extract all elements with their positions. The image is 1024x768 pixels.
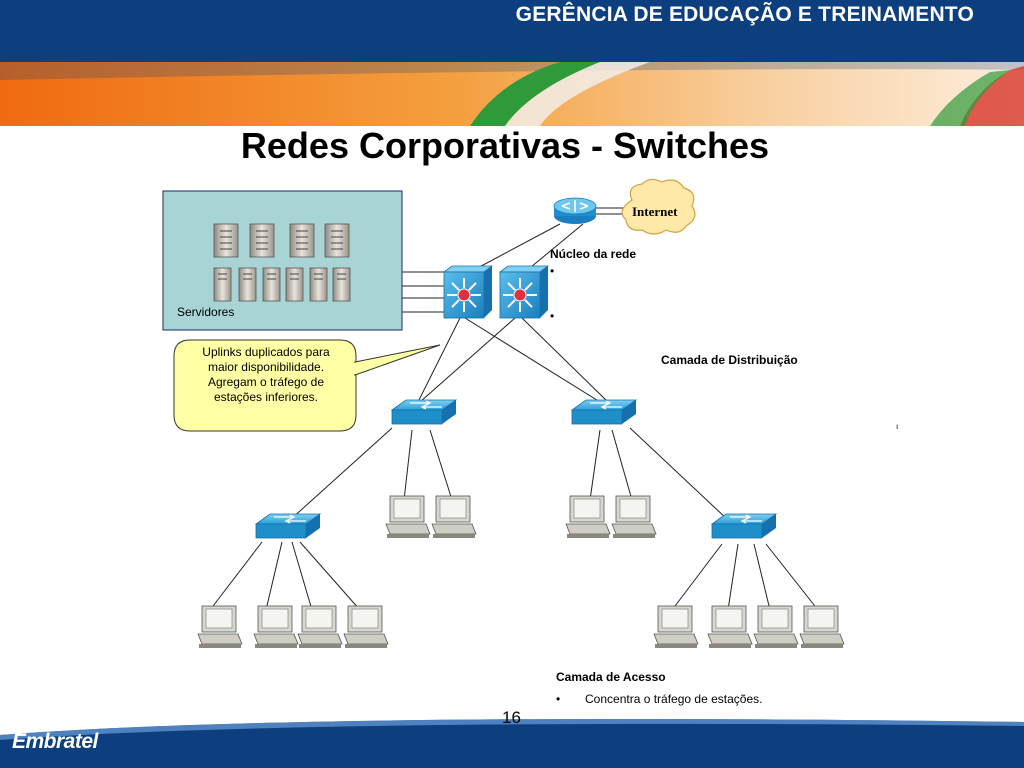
access-bullet-marker: • (556, 692, 561, 706)
rack-server-icon (285, 267, 304, 302)
callout-line: Uplinks duplicados para (202, 345, 330, 359)
link-line (469, 223, 561, 273)
link-line (265, 541, 283, 611)
workstation-icon (753, 605, 799, 648)
brand-logo: Embratel (12, 730, 98, 753)
link-line (521, 317, 609, 403)
callout-text: Uplinks duplicados para maior disponibil… (188, 345, 344, 405)
rack-server-icon (238, 267, 257, 302)
core-switch-icon (498, 265, 550, 319)
workstation-icon (431, 495, 477, 538)
internet-cloud-icon (621, 178, 696, 235)
workstation-icon (297, 605, 343, 648)
link-line (765, 543, 819, 611)
internet-label: Internet (632, 204, 678, 219)
workstation-icon (565, 495, 611, 538)
distribution-label: Camada de Distribuição (661, 353, 798, 367)
core-switch-icon (442, 265, 494, 319)
workgroup-switch-icon (390, 399, 458, 425)
stray-mark: ı (896, 422, 899, 431)
link-line (611, 429, 633, 501)
link-line (299, 541, 361, 611)
workstation-icon (611, 495, 657, 538)
workstation-icon (799, 605, 845, 648)
link-line (524, 223, 584, 273)
rack-server-icon (332, 267, 351, 302)
access-label: Camada de Acesso (556, 670, 666, 684)
callout-line: Agregam o tráfego de (207, 375, 325, 389)
link-line (403, 429, 413, 501)
rack-server-icon (213, 267, 232, 302)
link-line (753, 543, 771, 611)
server-panel (162, 190, 403, 331)
link-line (291, 541, 313, 611)
link-line (464, 317, 601, 403)
network-links (209, 207, 819, 611)
workstation-icon (253, 605, 299, 648)
tower-server-icon (289, 223, 315, 258)
tower-server-icon (249, 223, 275, 258)
link-line (429, 429, 453, 501)
callout-bubble (173, 339, 441, 432)
page-number: 16 (502, 708, 521, 727)
slide-title: Redes Corporativas - Switches (240, 125, 770, 166)
link-line (417, 317, 461, 403)
link-line (727, 543, 739, 611)
workstation-icon (707, 605, 753, 648)
rack-server-icon (262, 267, 281, 302)
tower-server-icon (213, 223, 239, 258)
header-title: GERÊNCIA DE EDUCAÇÃO E TREINAMENTO (515, 3, 974, 26)
footer-wave (0, 718, 1024, 768)
link-line (419, 317, 516, 403)
router-icon (553, 197, 597, 224)
access-bullet-text: Concentra o tráfego de estações. (585, 692, 763, 706)
link-line (209, 541, 263, 611)
workstation-icon (385, 495, 431, 538)
workstation-icon (653, 605, 699, 648)
workgroup-switch-icon (570, 399, 638, 425)
link-line (671, 543, 723, 611)
server-rack-group (213, 223, 351, 302)
servers-label: Servidores (177, 305, 235, 319)
rack-server-icon (309, 267, 328, 302)
core-bullet-2: • (550, 309, 555, 323)
workgroup-switch-icon (710, 513, 778, 539)
tower-server-icon (324, 223, 350, 258)
core-bullet-1: • (550, 264, 555, 278)
core-label: Núcleo da rede (550, 247, 637, 261)
link-line (629, 427, 729, 521)
workstation-icon (197, 605, 243, 648)
callout-line: estações inferiores. (213, 390, 319, 404)
workstation-icon (343, 605, 389, 648)
header-banner (0, 0, 1024, 126)
link-line (289, 427, 393, 521)
footer-swoosh (0, 718, 1024, 740)
callout-line: maior disponibilidade. (207, 360, 325, 374)
workgroup-switch-icon (254, 513, 322, 539)
link-line (589, 429, 601, 501)
